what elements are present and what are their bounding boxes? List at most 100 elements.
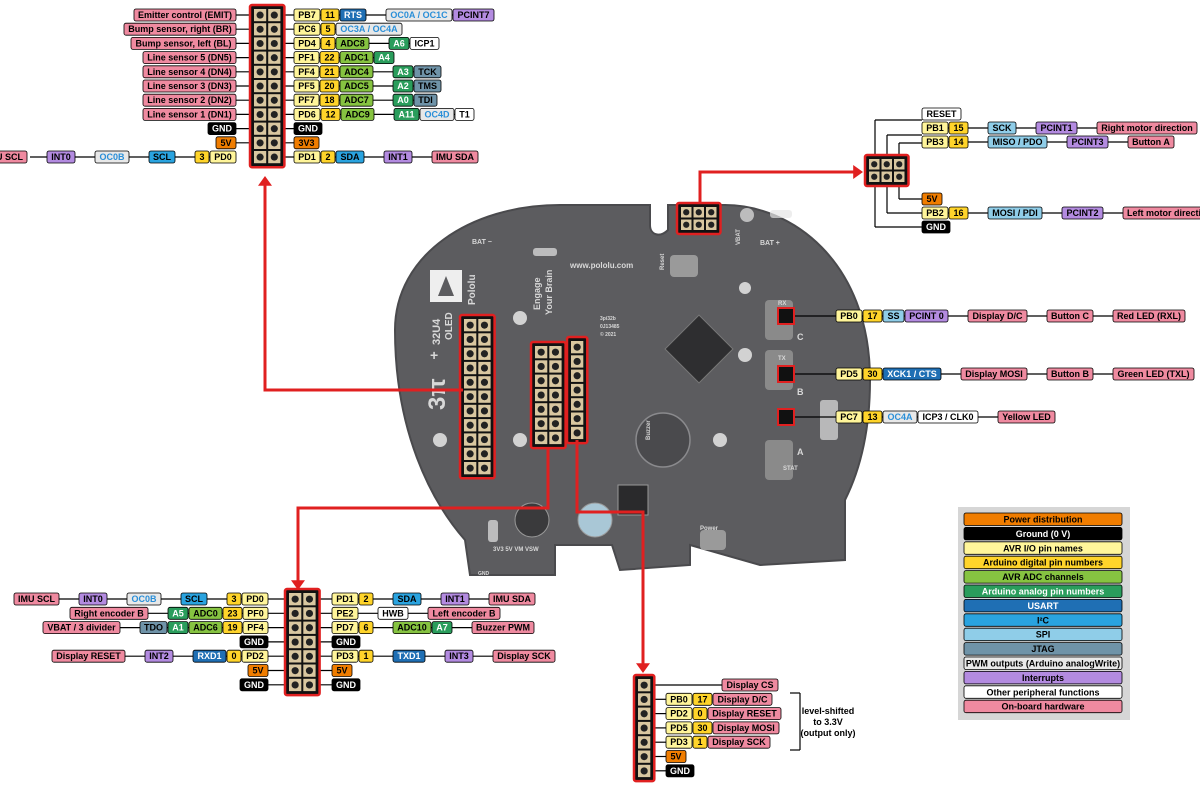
bottom-right-hwb-label: HWB	[382, 608, 404, 618]
top-right-pd1-label: PD1	[298, 152, 316, 162]
legend-swatch-jtag	[963, 642, 1123, 656]
top-right-a0-box	[392, 93, 414, 107]
header-pin-hole	[480, 393, 489, 401]
bottom-right-gnd-label: GND	[336, 637, 357, 647]
legend-item-power-distribution: Power distribution	[1003, 515, 1082, 525]
bottom-right-5v-box	[331, 664, 353, 677]
side-red-led-rxl-label: Red LED (RXL)	[1117, 311, 1181, 321]
side-yellow-led-box	[997, 410, 1056, 424]
side-xck1-cts-box	[882, 367, 942, 381]
bottom-left-pf0-box	[242, 606, 269, 620]
top-right-12-box	[320, 108, 341, 121]
bottom-left-adc0-label: ADC0	[193, 608, 218, 618]
top-right-adc4-box	[339, 65, 374, 79]
bottom-right-hwb-box	[377, 606, 409, 620]
header-pin-hole	[305, 624, 314, 632]
header-pin-hole	[305, 667, 314, 675]
side-pin-pad	[777, 408, 795, 426]
bottom-left-int2-label: INT2	[149, 651, 169, 661]
side-pc7-label: PC7	[840, 412, 858, 422]
display-17-box	[692, 692, 713, 706]
top-right-pb7-box	[293, 8, 321, 22]
side-30-box	[862, 367, 883, 381]
top-left-line-sensor-5-dn5-label: Line sensor 5 (DN5)	[147, 53, 232, 63]
top-left-scl-box	[148, 150, 176, 164]
side-display-d-c-box	[967, 309, 1028, 323]
top-right-a6-label: A6	[393, 38, 405, 48]
legend-swatch-other-peripheral-functions	[963, 685, 1123, 699]
side-xck1-cts-label: XCK1 / CTS	[887, 369, 937, 379]
board-vbat: VBAT	[736, 229, 742, 245]
display-display-cs-box	[721, 678, 779, 692]
side-17-box	[862, 309, 883, 323]
bottom-left-right-encoder-b-box	[69, 606, 149, 620]
bottom-right-int1-box	[440, 592, 470, 606]
top-right-21-label: 21	[324, 67, 334, 77]
top-left-pd0-label: PD0	[214, 152, 232, 162]
board-logo-text: Pololu	[467, 274, 478, 305]
top-right-adc7-label: ADC7	[344, 95, 369, 105]
bottom-right-gnd-label: GND	[336, 680, 357, 690]
top-left-line-sensor-4-dn4-label: Line sensor 4 (DN4)	[147, 67, 232, 77]
bottom-left-right-encoder-b-label: Right encoder B	[74, 608, 144, 618]
board-stat: STAT	[783, 466, 798, 472]
bottom-left-adc6-box	[188, 621, 223, 634]
board-bat-plus: BAT +	[760, 240, 780, 247]
header-pin-hole	[537, 405, 545, 413]
header-pin-hole	[896, 173, 903, 180]
top-left-emitter-control-emit-label: Emitter control (EMIT)	[138, 10, 232, 20]
top-right-adc4-label: ADC4	[344, 67, 369, 77]
red-pointer-line	[296, 448, 550, 582]
display-5v-box	[665, 750, 687, 763]
top-right-18-box	[319, 93, 340, 107]
bottom-left-a5-box	[167, 606, 189, 620]
header-pin-hole	[537, 362, 545, 371]
header-pin-hole	[291, 638, 299, 646]
bottom-left-int0-label: INT0	[83, 594, 103, 604]
board-button-a-label: A	[797, 447, 804, 457]
bottom-right-2-box	[358, 592, 374, 606]
top-right-pd6-box	[293, 108, 321, 121]
header-pin-hole	[270, 11, 278, 19]
isp-button-a-label: Button A	[1132, 137, 1170, 147]
isp-gnd-box	[921, 220, 951, 234]
board-reset: Reset	[660, 254, 666, 270]
isp-pb1-label: PB1	[926, 123, 944, 133]
top-right-21-box	[319, 65, 340, 79]
top-left-line-sensor-4-dn4-box	[142, 65, 237, 79]
top-left-imu-scl-label: IMU SCL	[0, 152, 24, 162]
bottom-left-int2-box	[144, 649, 174, 663]
isp-15-box	[948, 121, 969, 135]
red-pointer-line	[575, 440, 645, 665]
robot-board: www.pololu.com Engage Your Brain Pololu …	[393, 204, 872, 577]
board-plus: +	[430, 347, 438, 363]
isp-gnd-label: GND	[926, 222, 947, 232]
top-left-oc0b-label: OC0B	[99, 152, 125, 162]
bottom-right-gnd-box	[331, 678, 361, 692]
bottom-left-0-box	[226, 649, 242, 663]
header-pin-hole	[573, 357, 581, 366]
bottom-right-pd1-label: PD1	[336, 594, 354, 604]
header-pin-hole	[573, 372, 581, 380]
isp-miso-pdo-label: MISO / PDO	[992, 137, 1042, 147]
side-button-c-box	[1046, 309, 1094, 323]
bottom-left-pd0-box	[241, 592, 269, 606]
isp-5v-label: 5V	[926, 194, 937, 204]
bottom-right-adc10-box	[392, 621, 432, 634]
header-pin-hole	[883, 173, 890, 180]
top-right-3v3-box	[293, 136, 320, 150]
top-right-gnd-box	[293, 122, 323, 135]
side-ss-label: SS	[887, 311, 899, 321]
header-pin-hole	[640, 753, 648, 761]
legend-item-on-board-hardware: On-board hardware	[1001, 702, 1084, 712]
isp-pcint1-label: PCINT1	[1040, 123, 1072, 133]
top-right-11-box	[320, 8, 340, 22]
bottom-left-tdo-label: TDO	[144, 623, 163, 633]
top-right-pf7-label: PF7	[298, 95, 315, 105]
top-right-t1-box	[454, 108, 475, 121]
header-pin-hole	[573, 386, 581, 394]
bottom-left-tdo-box	[139, 621, 168, 634]
bottom-right-txd1-box	[392, 649, 426, 663]
header-pin-hole	[305, 609, 314, 618]
isp-miso-pdo-box	[987, 135, 1048, 149]
